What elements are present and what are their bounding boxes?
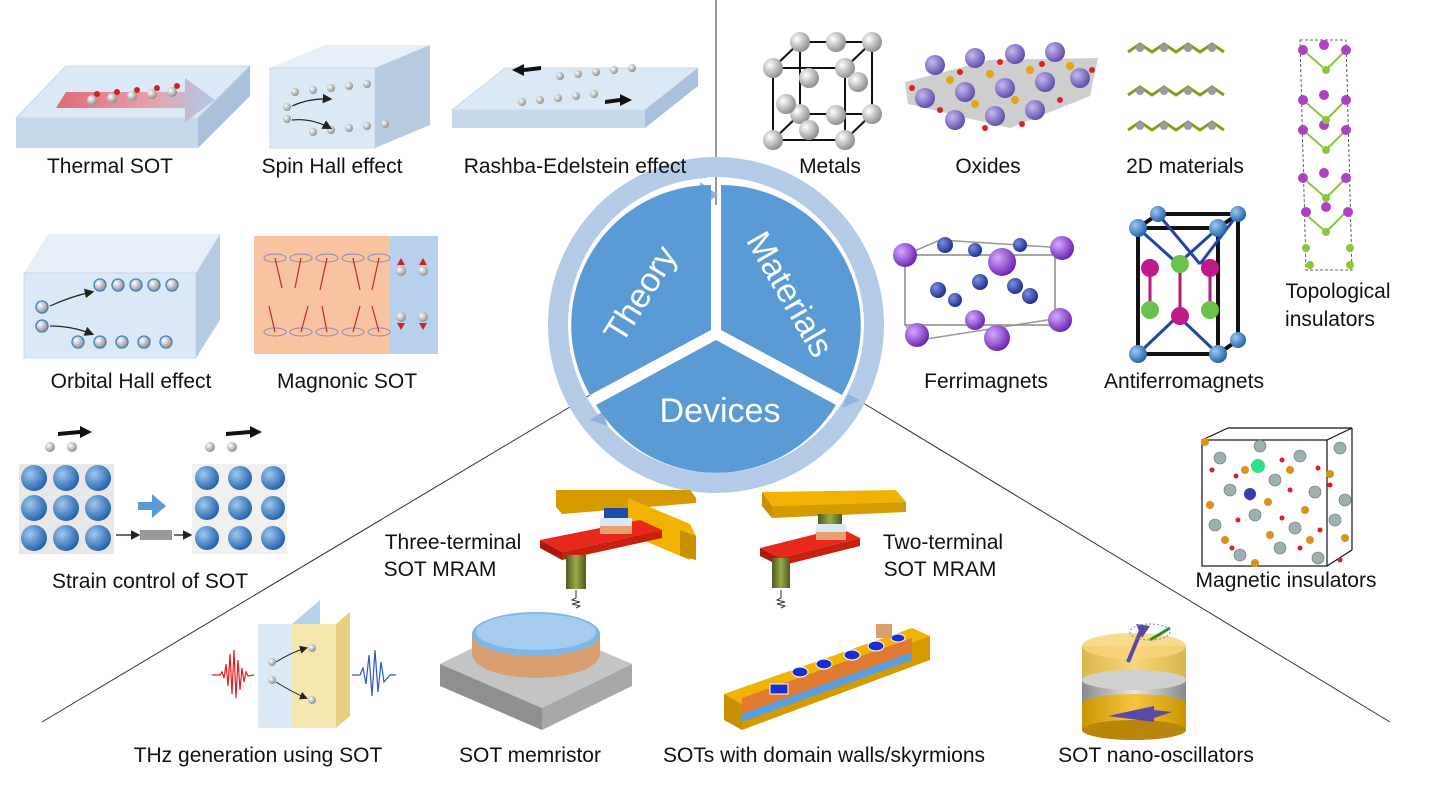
metals-illustration xyxy=(763,32,882,150)
two-terminal-mram-illustration xyxy=(760,490,906,609)
wheel-devices-label: Devices xyxy=(660,392,781,430)
magnonic-sot-illustration xyxy=(254,236,438,354)
rashba-illustration xyxy=(450,64,700,128)
two-terminal-label-line1: Two-terminal xyxy=(883,531,1003,554)
ferrimagnets-label: Ferrimagnets xyxy=(924,370,1048,393)
thz-generation-illustration xyxy=(212,600,396,728)
orbital-hall-label: Orbital Hall effect xyxy=(51,370,212,393)
rashba-label: Rashba-Edelstein effect xyxy=(464,155,687,178)
thermal-sot-illustration xyxy=(14,65,252,148)
domain-walls-illustration xyxy=(724,624,930,730)
nano-oscillators-label: SOT nano-oscillators xyxy=(1058,744,1254,767)
devices-sector[interactable] xyxy=(596,340,836,473)
spin-hall-illustration xyxy=(269,45,430,149)
orbital-hall-illustration xyxy=(23,234,220,359)
thermal-sot-label: Thermal SOT xyxy=(47,155,173,178)
three-terminal-label-line1: Three-terminal xyxy=(385,531,522,554)
strain-control-illustration xyxy=(19,426,287,554)
2d-materials-illustration xyxy=(1127,42,1225,132)
antiferromagnets-label: Antiferromagnets xyxy=(1104,370,1264,393)
antiferromagnets-illustration xyxy=(1129,206,1246,363)
three-terminal-label-line2: SOT MRAM xyxy=(384,558,497,581)
topological-label-line2: insulators xyxy=(1285,308,1375,331)
2d-materials-label: 2D materials xyxy=(1126,155,1244,178)
central-wheel: Theory Materials Devices xyxy=(548,157,884,493)
magnetic-insulators-label: Magnetic insulators xyxy=(1196,569,1377,592)
nano-oscillators-illustration xyxy=(1082,623,1186,740)
memristor-label: SOT memristor xyxy=(459,744,601,767)
oxides-illustration xyxy=(905,42,1098,131)
strain-control-label: Strain control of SOT xyxy=(52,570,248,593)
metals-label: Metals xyxy=(799,155,861,178)
materials-sector[interactable] xyxy=(721,185,861,395)
magnetic-insulators-illustration xyxy=(1201,427,1353,567)
two-terminal-label-line2: SOT MRAM xyxy=(884,558,997,581)
domain-walls-label: SOTs with domain walls/skyrmions xyxy=(663,744,985,767)
magnonic-sot-label: Magnonic SOT xyxy=(277,370,417,393)
spin-hall-label: Spin Hall effect xyxy=(262,155,403,178)
three-terminal-mram-illustration xyxy=(540,490,696,609)
theory-sector[interactable] xyxy=(571,185,711,395)
ferrimagnets-illustration xyxy=(893,236,1074,351)
oxides-label: Oxides xyxy=(955,155,1020,178)
topological-insulators-illustration xyxy=(1298,39,1354,271)
thz-label: THz generation using SOT xyxy=(134,744,383,767)
topological-label-line1: Topological xyxy=(1285,280,1390,303)
sot-memristor-illustration xyxy=(440,612,632,730)
